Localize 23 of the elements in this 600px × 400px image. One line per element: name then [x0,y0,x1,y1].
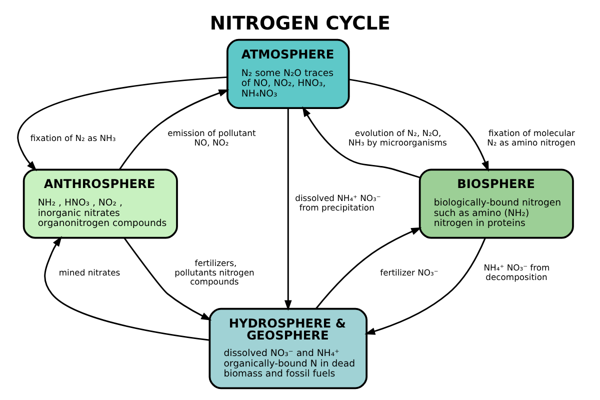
node-box: BIOSPHERE biologically-bound nitrogen such as amino (NH₂) nitrogen in proteins [418,168,574,239]
edge-label: emission of pollutant NO, NO₂ [167,128,256,148]
arrow [314,227,422,310]
node-box: ANTHROSPHERE NH₂ , HNO₃ , NO₂ , inorganic nitrates organonitrogen compounds [22,168,178,239]
node-box: HYDROSPHERE & GEOSPHERE dissolved NO₃⁻ and NH₄⁺ organically-bound N in dead biomass and fossil fuels [208,308,368,390]
edge-label: evolution of N₂, N₂O, NH₃ by microorganisms [348,128,446,148]
arrow [364,238,486,335]
diagram-title: NITROGEN CYCLE [209,14,390,35]
arrow [348,78,488,172]
arrow [118,90,229,170]
edge-label: fertilizer NO₃⁻ [380,267,438,278]
edge-label: NH₄⁺ NO₃⁻ from decomposition [483,262,550,282]
arrow [284,108,292,311]
edge-label: mined nitrates [58,267,120,278]
node-box: ATMOSPHERE N₂ some N₂O traces of NO, NO₂, HNO₃, NH₄NO₃ [226,38,350,109]
arrow [16,76,227,172]
arrow [44,236,210,341]
edge-label: fertilizers, pollutants nitrogen compounds [174,258,254,287]
arrow [123,238,212,321]
edge-label: fixation of N₂ as NH₃ [30,132,116,143]
arrow [302,106,420,178]
edge-label: fixation of molecular N₂ as amino nitrogen [486,128,575,148]
edge-label: dissolved NH₄⁺ NO₃⁻ from precipitation [294,193,380,212]
